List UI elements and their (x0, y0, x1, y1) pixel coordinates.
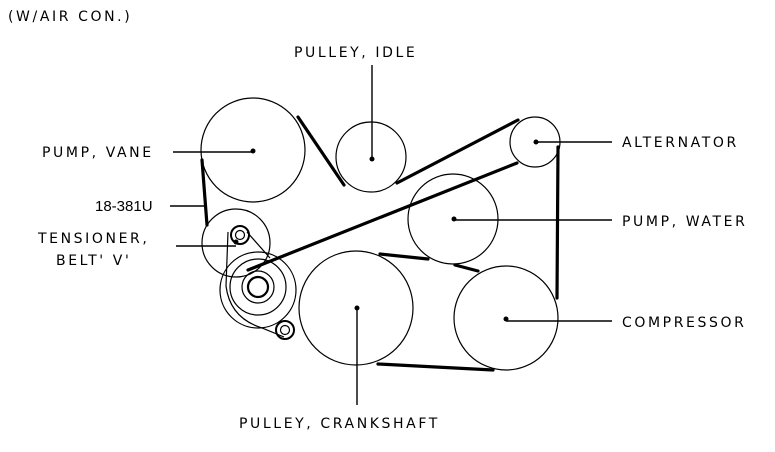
belt-vane-to-idle (296, 115, 346, 187)
tensioner-lower-bolt (275, 320, 295, 340)
tensioner-lower-bolt-inner (279, 324, 291, 336)
label-pulley-idle: PULLEY, IDLE (294, 45, 417, 61)
label-part-number: 18-381U (95, 198, 153, 215)
tensioner-arm (225, 231, 285, 338)
pump-vane-center (250, 148, 256, 154)
crankshaft-center (354, 305, 360, 311)
label-pulley-crankshaft: PULLEY, CRANKSHAFT (239, 416, 440, 432)
label-alternator: ALTERNATOR (622, 135, 739, 151)
tensioner-outer-disc (201, 208, 271, 278)
belt-crankshaft-bottom (376, 362, 495, 372)
belt-alternator-to-tensioner (246, 161, 519, 272)
tensioner-pivot-bolt-inner (234, 229, 246, 241)
belt-vane-left (200, 158, 209, 227)
label-pump-vane: PUMP, VANE (42, 145, 154, 161)
idle-center (369, 156, 375, 162)
tensioner-pulley-hub (241, 270, 275, 304)
diagram-title: (W/AIR CON.) (8, 9, 132, 25)
water-pump-center (451, 216, 457, 222)
label-tensioner-line2: BELT' V' (56, 253, 131, 269)
water-pump-pulley (407, 173, 499, 265)
tensioner-pulley-ring (229, 258, 287, 316)
belt-crankshaft-to-water (378, 252, 430, 261)
tensioner-bracket (219, 251, 297, 329)
idle-pulley (335, 121, 407, 193)
alternator-center (533, 139, 539, 145)
label-compressor: COMPRESSOR (622, 315, 746, 331)
belt-water-to-compressor (453, 263, 480, 273)
belt-idle-to-alternator (395, 118, 520, 185)
label-pump-water: PUMP, WATER (622, 214, 747, 230)
pump-vane-pulley (200, 97, 306, 203)
belt-alternator-right (555, 145, 560, 300)
label-tensioner-line1: TENSIONER, (37, 231, 149, 247)
compressor-pulley (453, 265, 559, 371)
tensioner-pulley-hub-inner (246, 275, 270, 299)
tensioner-center (233, 239, 239, 245)
tensioner-pivot-bolt (230, 225, 250, 245)
compressor-center (503, 316, 509, 322)
crankshaft-pulley (298, 250, 414, 366)
